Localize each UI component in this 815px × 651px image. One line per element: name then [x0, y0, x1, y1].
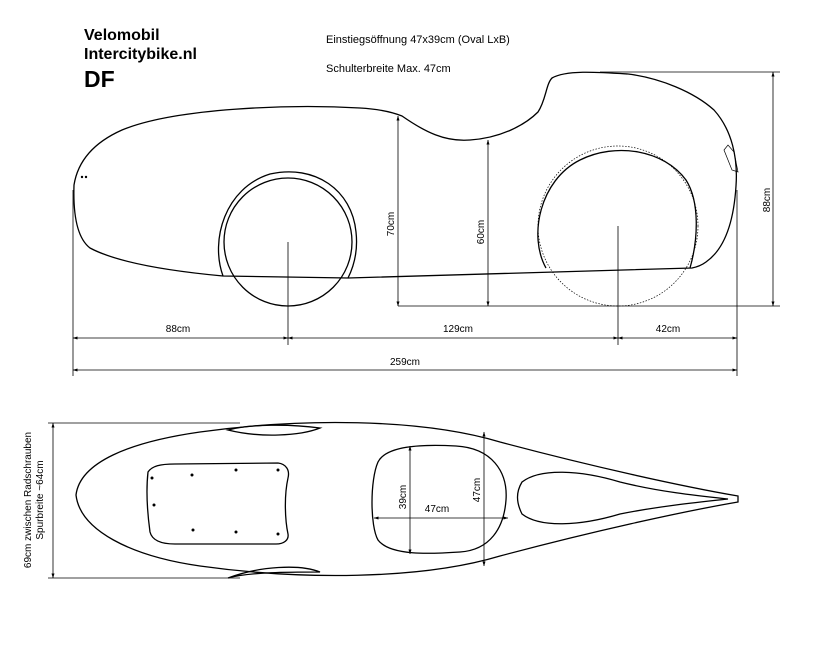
front-lamp: [723, 144, 739, 173]
rear-light-dot: [84, 175, 88, 179]
hatch-screws: [150, 468, 280, 536]
rear-wheel-fairing-bottom: [227, 566, 321, 579]
title-line-model: DF: [84, 66, 115, 92]
front-wheel-arch: [537, 149, 697, 269]
track-label-spurbreite: Spurbreite ~64cm: [35, 460, 46, 539]
rear-hatch: [146, 462, 290, 545]
dim-total-length-label: 259cm: [390, 357, 420, 368]
hatch-screw: [234, 530, 238, 534]
hatch-screw: [276, 468, 280, 472]
side-body-outline: [73, 71, 738, 279]
title-line-velomobil: Velomobil: [84, 27, 160, 44]
dim-front-overhang-label: 42cm: [656, 324, 680, 335]
hatch-screw: [276, 532, 280, 536]
top-body-outline: [75, 421, 739, 577]
rear-light-dot: [80, 175, 84, 179]
title-line-intercitybike: Intercitybike.nl: [84, 46, 197, 63]
hatch-screw: [234, 468, 238, 472]
rear-wheel-arch: [217, 171, 358, 279]
dim-front-height-label: 60cm: [476, 220, 487, 244]
dim-opening-width-label: 39cm: [398, 485, 409, 509]
rear-wheel-fairing-top: [225, 424, 323, 436]
track-label-screws: 69cm zwischen Radschrauben: [23, 432, 34, 568]
dim-opening-length-label: 47cm: [425, 504, 449, 515]
front-wheel: [537, 145, 699, 307]
top-view: 39cm 47cm 47cm 69cm zwischen Radschraube…: [23, 421, 739, 579]
note-shoulder: Schulterbreite Max. 47cm: [326, 63, 451, 75]
hatch-screw: [152, 503, 156, 507]
dim-rear-overhang-label: 88cm: [166, 324, 190, 335]
dim-rear-height-label: 70cm: [386, 212, 397, 236]
note-opening: Einstiegsöffnung 47x39cm (Oval LxB): [326, 34, 510, 46]
front-nose-cutout: [516, 471, 729, 525]
side-view: 70cm 60cm 88cm 88cm 129cm 42cm 259cm: [72, 71, 780, 376]
cockpit-opening: [371, 444, 507, 554]
dim-shoulder-label: 47cm: [472, 478, 483, 502]
hatch-screw: [191, 528, 195, 532]
hatch-screw: [190, 473, 194, 477]
dim-wheelbase-label: 129cm: [443, 324, 473, 335]
dim-total-height-label: 88cm: [762, 188, 773, 212]
hatch-screw: [150, 476, 154, 480]
